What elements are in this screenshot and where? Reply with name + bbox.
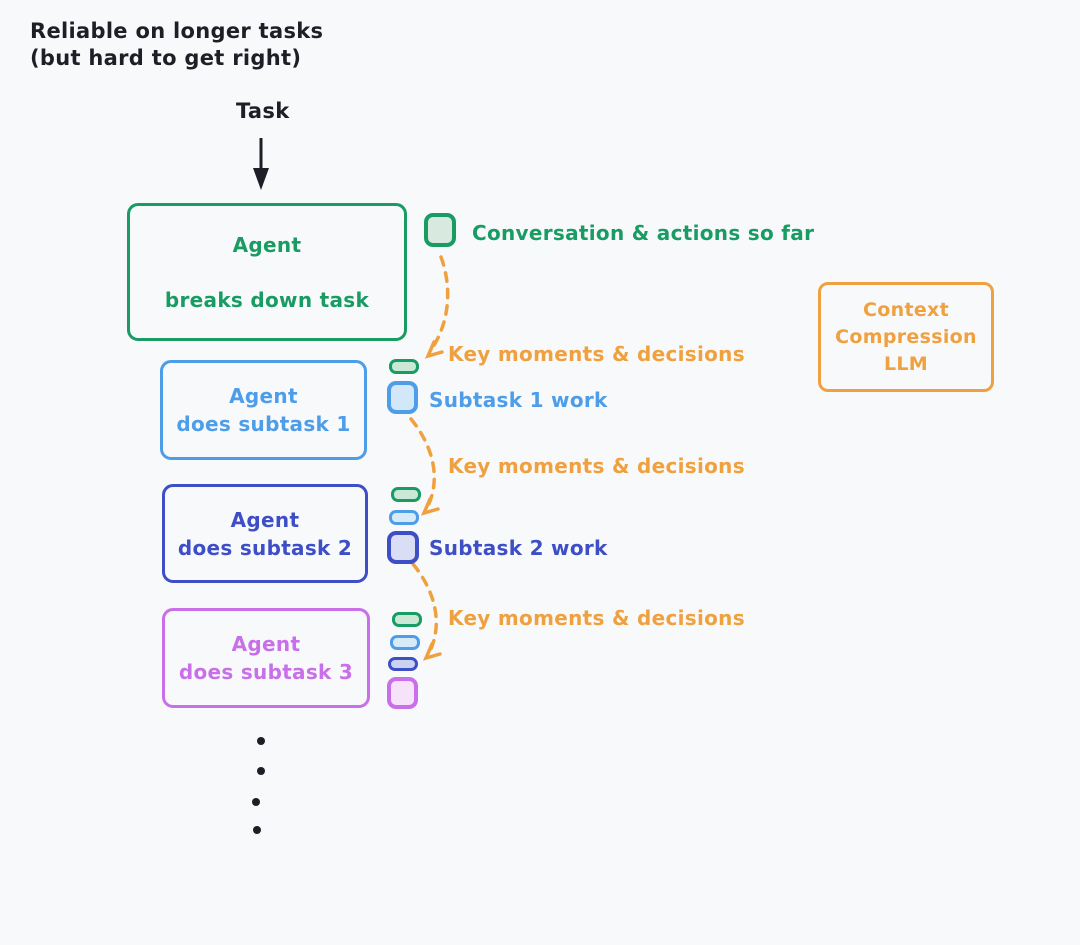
context-compression-llm-box: Context Compression LLM	[818, 282, 994, 392]
compressed-moments-chip-icon	[389, 359, 419, 374]
agent-subtask1-title: Agent	[229, 384, 298, 408]
compressed-subtask1-chip-icon	[389, 510, 419, 525]
agent-subtask2-title: Agent	[230, 507, 300, 532]
compressed-subtask1-chip-icon	[390, 635, 420, 650]
context-llm-line-2: Compression	[835, 325, 977, 348]
key-moments-label-1: Key moments & decisions	[448, 342, 745, 366]
task-label: Task	[236, 99, 290, 123]
context-llm-line-1: Context	[863, 298, 949, 321]
compressed-moments-chip-icon	[391, 487, 421, 502]
ellipsis-dot	[252, 798, 260, 806]
compressed-subtask2-chip-icon	[388, 657, 418, 671]
agent-subtask3-subtitle: does subtask 3	[178, 660, 354, 684]
ellipsis-dot	[253, 826, 261, 834]
conversation-label: Conversation & actions so far	[472, 221, 815, 245]
compression-arrow-1	[424, 255, 450, 359]
subtask1-work-chip-icon	[387, 381, 418, 414]
context-llm-line-3: LLM	[883, 352, 929, 375]
agent-main-box: Agent breaks down task	[127, 203, 407, 341]
subtask2-work-label: Subtask 2 work	[429, 536, 608, 560]
compressed-moments-chip-icon	[392, 612, 422, 627]
key-moments-label-2: Key moments & decisions	[448, 454, 745, 478]
task-arrow	[253, 138, 269, 190]
subtask1-work-label: Subtask 1 work	[429, 388, 608, 412]
ellipsis-dot	[257, 767, 265, 775]
agent-main-title: Agent	[232, 232, 302, 257]
agent-subtask2-subtitle: does subtask 2	[177, 535, 353, 560]
heading-line-1: Reliable on longer tasks	[30, 19, 324, 43]
subtask3-work-chip-icon	[387, 677, 418, 709]
agent-subtask3-title: Agent	[231, 632, 301, 656]
agent-main-subtitle: breaks down task	[164, 287, 370, 312]
key-moments-label-3: Key moments & decisions	[448, 606, 745, 630]
subtask2-work-chip-icon	[387, 531, 419, 564]
heading-line-2: (but hard to get right)	[30, 46, 302, 70]
agent-subtask1-subtitle: does subtask 1	[176, 412, 351, 436]
agent-subtask2-box: Agent does subtask 2	[162, 484, 368, 583]
ellipsis-dot	[257, 737, 265, 745]
agent-subtask1-box: Agent does subtask 1	[160, 360, 367, 460]
conversation-context-chip-icon	[424, 213, 456, 247]
agent-subtask3-box: Agent does subtask 3	[162, 608, 370, 708]
diagram-heading: Reliable on longer tasks (but hard to ge…	[30, 18, 323, 72]
